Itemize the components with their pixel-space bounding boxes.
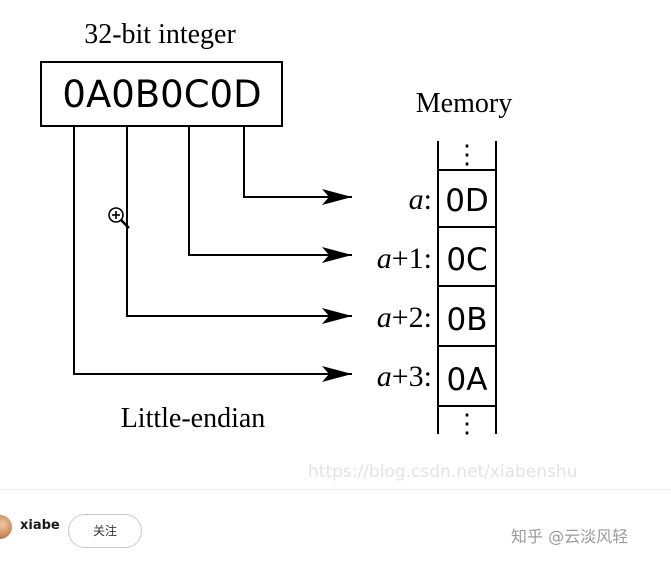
byte-arrow-0c — [188, 126, 352, 263]
follow-button[interactable]: 关注 — [68, 514, 142, 548]
address-label: a+3: — [377, 360, 432, 393]
integer-box — [40, 61, 283, 127]
address-label: a+1: — [377, 242, 432, 275]
byte-arrow-0d — [243, 126, 352, 205]
memory-cell-value: 0A — [447, 362, 488, 398]
memory-ellipsis-top: ⋮ — [454, 140, 480, 169]
author-bar: xiabe 关注 知乎 @云淡风轻 — [0, 489, 671, 564]
source-brand: 知乎 @云淡风轻 — [511, 527, 629, 546]
watermark: https://blog.csdn.net/xiabenshu — [308, 462, 578, 482]
integer-value: 0A0B0C0D — [62, 73, 261, 116]
integer-title: 32-bit integer — [84, 19, 236, 50]
author-name[interactable]: xiabe — [20, 518, 60, 533]
memory-column — [437, 141, 497, 434]
memory-ellipsis-bottom: ⋮ — [454, 409, 480, 438]
byte-arrow-0a — [73, 126, 352, 382]
memory-title: Memory — [416, 88, 512, 119]
memory-cell-value: 0D — [445, 183, 489, 219]
byte-arrow-0b — [126, 126, 352, 324]
endianness-diagram: 32-bit integer 0A0B0C0D Memory ⋮ ⋮ 0D 0C… — [40, 19, 512, 438]
diagram-caption: Little-endian — [121, 403, 266, 434]
memory-cell-value: 0C — [446, 242, 487, 278]
avatar[interactable] — [0, 515, 12, 539]
address-label: a: — [409, 183, 432, 216]
zoom-in-icon — [108, 207, 130, 229]
memory-cell-value: 0B — [447, 302, 488, 338]
address-label: a+2: — [377, 301, 432, 334]
